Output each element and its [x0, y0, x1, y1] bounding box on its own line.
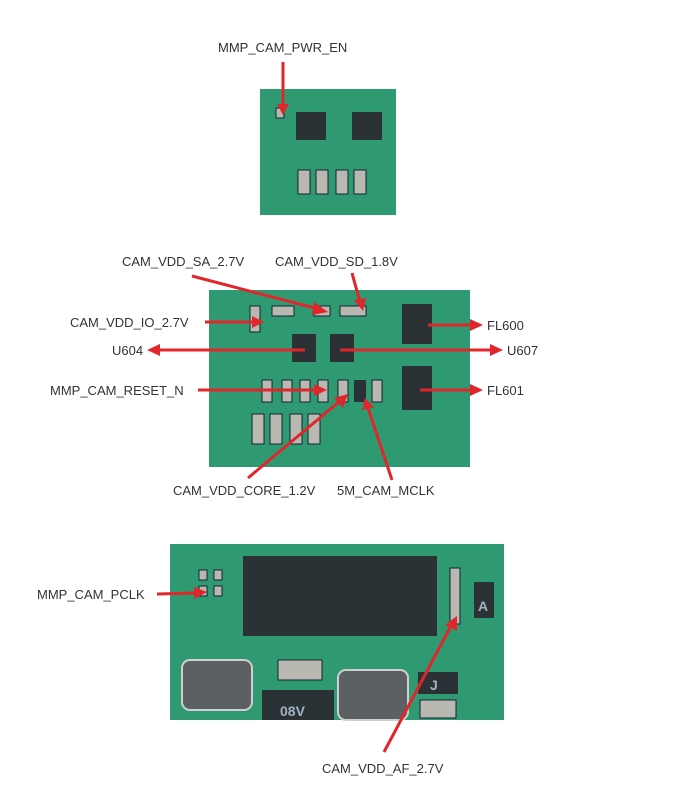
arrowhead — [147, 344, 160, 356]
pcb-photo-power — [260, 89, 396, 215]
arrowhead — [194, 587, 207, 599]
arrow-vdd-core — [247, 399, 341, 480]
pcb-photo-regulators — [209, 290, 470, 467]
arrowhead — [252, 316, 264, 328]
labels: MMP_CAM_PWR_EN CAM_VDD_SA_2.7V CAM_VDD_S… — [37, 40, 538, 776]
arrowhead — [354, 298, 366, 311]
arrowhead — [334, 394, 348, 408]
label-cam-vdd-core: CAM_VDD_CORE_1.2V — [173, 483, 316, 498]
label-mmp-cam-reset-n: MMP_CAM_RESET_N — [50, 383, 184, 398]
label-5m-cam-mclk: 5M_CAM_MCLK — [337, 483, 435, 498]
pcb-photo-connector: A 08V J — [170, 544, 504, 721]
arrowhead — [470, 319, 483, 331]
label-u607: U607 — [507, 343, 538, 358]
arrowhead — [277, 104, 289, 115]
label-u604: U604 — [112, 343, 143, 358]
arrow-vdd-af — [382, 625, 453, 753]
label-cam-vdd-af: CAM_VDD_AF_2.7V — [322, 761, 444, 776]
arrows — [147, 62, 503, 753]
pcb-marking-08v: 08V — [280, 703, 306, 719]
label-mmp-cam-pclk: MMP_CAM_PCLK — [37, 587, 145, 602]
arrowhead — [314, 384, 327, 396]
arrowhead — [312, 302, 328, 315]
arrowhead — [490, 344, 503, 356]
label-cam-vdd-io: CAM_VDD_IO_2.7V — [70, 315, 189, 330]
arrow-mclk — [366, 407, 394, 481]
label-cam-vdd-sd: CAM_VDD_SD_1.8V — [275, 254, 398, 269]
pcb-marking-j: J — [430, 677, 438, 693]
arrow-pclk — [156, 591, 197, 596]
arrowhead — [445, 616, 457, 631]
label-fl601: FL601 — [487, 383, 524, 398]
arrow-vdd-sd — [350, 272, 362, 303]
arrowhead — [470, 384, 483, 396]
pcb-marking-a: A — [478, 598, 488, 614]
label-fl600: FL600 — [487, 318, 524, 333]
label-cam-vdd-sa: CAM_VDD_SA_2.7V — [122, 254, 244, 269]
arrowhead — [362, 398, 374, 410]
label-mmp-cam-pwr-en: MMP_CAM_PWR_EN — [218, 40, 347, 55]
arrow-vdd-sa — [191, 274, 319, 311]
